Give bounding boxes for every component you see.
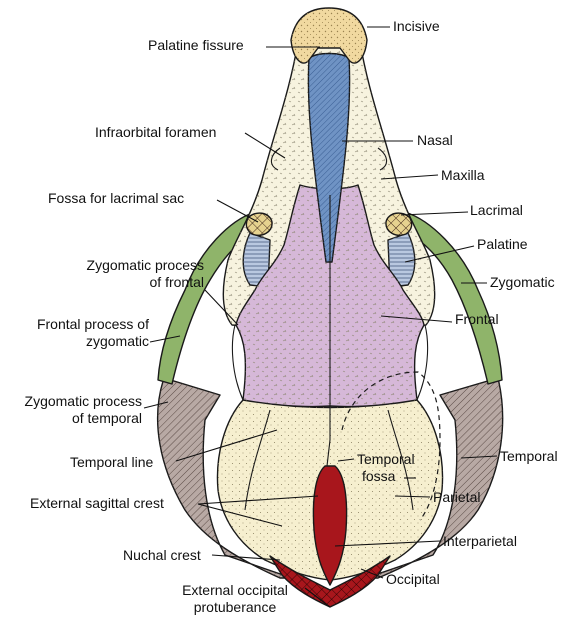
nasal-bone-texture [308, 53, 350, 262]
label-occipital: Occipital [386, 571, 440, 587]
label-zygomatic-process-frontal-line1: Zygomatic process [86, 257, 204, 273]
temporal-fossa-outline [341, 371, 441, 521]
label-temporal-fossa-line2: fossa [362, 468, 396, 484]
label-zygomatic-process-frontal-line2: of frontal [149, 274, 204, 290]
zygomatic-bone [157, 211, 503, 385]
occipital-bone-texture [270, 556, 390, 607]
label-temporal-line: Temporal line [70, 454, 154, 470]
label-palatine-fissure: Palatine fissure [148, 37, 244, 53]
label-nuchal-crest: Nuchal crest [123, 547, 201, 563]
label-external-occipital-protuberance-line2: protuberance [193, 599, 277, 615]
label-temporal-fossa-line1: Temporal [357, 451, 415, 467]
label-palatine: Palatine [477, 236, 528, 252]
incisive-bone-texture [291, 8, 367, 64]
label-frontal: Frontal [455, 311, 499, 327]
label-fossa-lacrimal-sac: Fossa for lacrimal sac [48, 190, 185, 206]
interparietal-bone [312, 465, 348, 586]
label-zygomatic-process-temporal-line1: Zygomatic process [24, 393, 142, 409]
label-temporal: Temporal [500, 448, 558, 464]
label-interparietal: Interparietal [443, 533, 517, 549]
label-incisive: Incisive [393, 18, 440, 34]
label-maxilla: Maxilla [441, 167, 485, 183]
label-nasal: Nasal [417, 132, 453, 148]
label-parietal: Parietal [433, 489, 481, 505]
temporal-bone-texture [157, 378, 503, 578]
label-zygomatic-process-temporal-line2: of temporal [71, 410, 142, 426]
label-lacrimal: Lacrimal [470, 202, 523, 218]
lacrimal-bone-texture [246, 213, 412, 236]
label-zygomatic: Zygomatic [490, 274, 555, 290]
label-frontal-process-zygomatic-line2: zygomatic [85, 333, 149, 349]
label-external-occipital-protuberance-line1: External occipital [182, 582, 288, 598]
label-frontal-process-zygomatic-line1: Frontal process of [36, 316, 149, 332]
label-external-sagittal-crest: External sagittal crest [30, 495, 164, 511]
leader-lines [143, 26, 498, 608]
label-infraorbital-foramen: Infraorbital foramen [95, 124, 217, 140]
suture-lines [231, 147, 429, 511]
